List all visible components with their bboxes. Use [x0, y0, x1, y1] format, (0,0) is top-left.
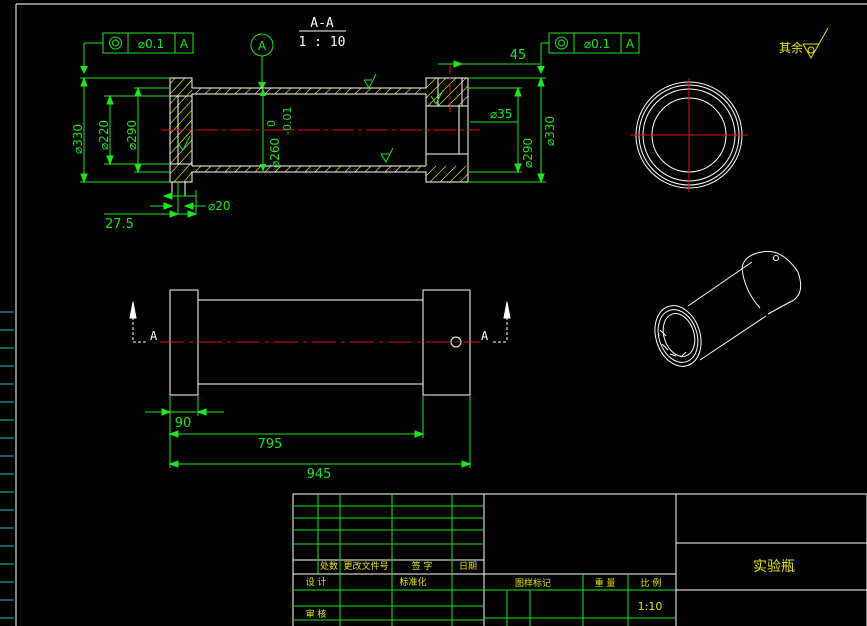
datum-letter: A — [258, 39, 267, 53]
tolerance-frame-right: ⌀0.1 A — [537, 32, 640, 74]
dim-795: 795 — [258, 437, 283, 452]
dim-90: 90 — [175, 416, 192, 431]
title-block: 处数 更改文件号 签 字 日期 设 计 标准化 审 核 图样标记 重 量 比 例… — [292, 493, 867, 626]
section-scale: 1 : 10 — [299, 35, 346, 50]
left-diameter-dims — [80, 76, 170, 184]
dim-d260: ⌀260 — [268, 138, 282, 168]
tb-label-date: 日期 — [459, 561, 477, 572]
front-dims — [145, 395, 472, 468]
tb-label-review: 审 核 — [306, 608, 327, 620]
dim-d220: ⌀220 — [97, 120, 111, 150]
tolerance-value: ⌀0.1 — [138, 37, 164, 51]
roughness-note: 其余 — [779, 40, 803, 55]
section-label: A-A — [310, 16, 334, 31]
dim-tol-upper: 0 — [265, 120, 278, 127]
end-view — [630, 78, 748, 192]
tb-label-stage: 图样标记 — [515, 577, 551, 589]
concentricity-icon — [109, 36, 122, 50]
tolerance-datum: A — [180, 37, 189, 51]
tolerance-value: ⌀0.1 — [584, 37, 610, 51]
dim-945: 945 — [307, 467, 332, 482]
dim-d35: ⌀35 — [490, 107, 513, 121]
roughness-icon — [802, 27, 829, 60]
tb-part-name: 实验瓶 — [753, 559, 795, 575]
tolerance-datum: A — [626, 37, 635, 51]
dim-27-5: 27.5 — [105, 217, 134, 232]
tb-label-sign: 签 字 — [412, 560, 433, 572]
dim-d330-left: ⌀330 — [71, 124, 85, 154]
cut-label-left: A — [150, 329, 158, 343]
tb-label-scale: 比 例 — [641, 577, 662, 589]
tb-label-change-doc: 更改文件号 — [343, 560, 388, 572]
dim-d330-right: ⌀330 — [543, 116, 557, 146]
section-bottom-dims — [104, 182, 206, 218]
tb-scale-value: 1:10 — [638, 600, 663, 613]
dim-45: 45 — [510, 48, 527, 63]
right-diameter-dims — [438, 60, 546, 184]
dim-d290-left: ⌀290 — [125, 120, 139, 150]
section-hatching — [169, 77, 469, 183]
tb-label-standard: 标准化 — [399, 576, 426, 588]
roughness-icon — [176, 73, 444, 164]
tolerance-frame-left: ⌀0.1 A — [80, 32, 194, 74]
tb-label-designer: 设 计 — [306, 576, 327, 588]
cut-marker-right — [493, 301, 511, 343]
section-outline — [169, 77, 469, 196]
dim-d20: ⌀20 — [208, 199, 231, 213]
left-ruler — [0, 311, 14, 619]
cut-marker-left — [129, 301, 148, 343]
tb-label-count: 处数 — [320, 560, 338, 572]
dim-d290-right: ⌀290 — [521, 138, 535, 168]
cut-label-right: A — [481, 329, 489, 343]
tb-label-weight: 重 量 — [595, 577, 616, 589]
front-view: A A 90 795 945 — [129, 289, 511, 482]
concentricity-icon — [555, 36, 568, 50]
isometric-view — [654, 250, 802, 367]
section-view-aa: A-A 1 : 10 A ⌀0.1 A — [71, 16, 829, 232]
dim-tol-lower: -0.01 — [281, 107, 294, 135]
drawing-border — [15, 3, 867, 626]
